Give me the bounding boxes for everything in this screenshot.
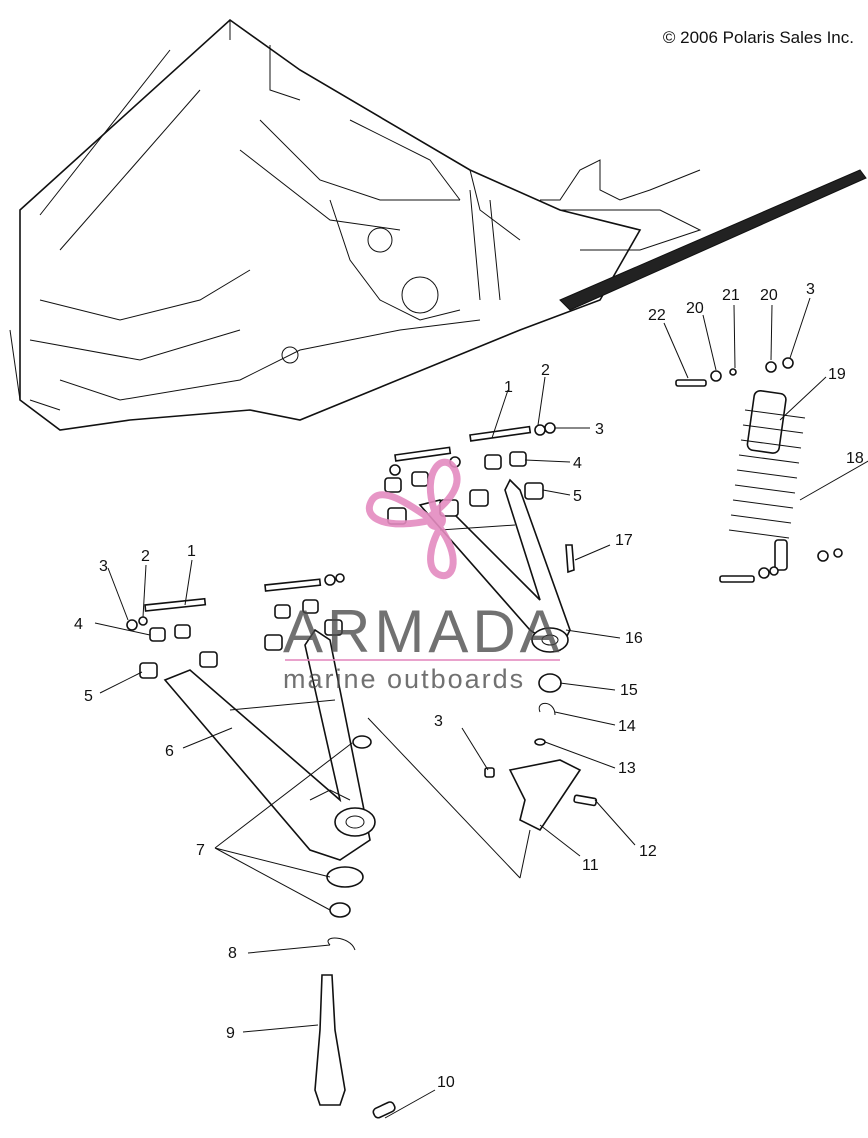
callout-17: 17 <box>615 532 633 549</box>
spindle-assembly <box>314 735 396 1119</box>
callout-r2: 2 <box>541 362 550 379</box>
callout-14: 14 <box>618 718 636 735</box>
callout-l5: 5 <box>84 688 93 705</box>
callout-7: 7 <box>196 842 205 859</box>
watermark-tagline: marine outboards <box>283 664 525 694</box>
callout-t3: 3 <box>806 281 815 298</box>
watermark: ARMADA marine outboards <box>283 458 564 694</box>
callout-6: 6 <box>165 743 174 760</box>
callout-15: 15 <box>620 682 638 699</box>
lower-a-arm-left <box>163 628 376 861</box>
callout-r3: 3 <box>595 421 604 438</box>
callout-r4: 4 <box>573 455 582 472</box>
steering-arm-assembly <box>484 673 598 832</box>
callout-m3: 3 <box>434 713 443 730</box>
callout-20a: 20 <box>686 300 704 317</box>
callout-8: 8 <box>228 945 237 962</box>
callout-11: 11 <box>582 857 599 874</box>
watermark-brand: ARMADA <box>283 598 564 665</box>
callout-12: 12 <box>639 843 657 860</box>
leader-lines <box>94 297 868 1119</box>
callout-r1: 1 <box>504 379 513 396</box>
shock-absorber <box>675 357 843 583</box>
callout-16: 16 <box>625 630 643 647</box>
callout-r5: 5 <box>573 488 582 505</box>
callout-18: 18 <box>846 450 864 467</box>
lower-left-hardware <box>126 573 345 679</box>
callout-10: 10 <box>437 1074 455 1091</box>
copyright-notice: © 2006 Polaris Sales Inc. <box>662 28 854 47</box>
callout-20b: 20 <box>760 287 778 304</box>
upper-a-arm-right <box>418 478 571 653</box>
chassis-frame <box>9 18 867 431</box>
callout-l3: 3 <box>99 558 108 575</box>
callout-13: 13 <box>618 760 636 777</box>
callout-9: 9 <box>226 1025 235 1042</box>
callout-labels: 1 2 3 4 5 1 2 3 4 5 6 7 8 9 10 11 12 13 … <box>74 281 864 1091</box>
callout-l2: 2 <box>141 548 150 565</box>
callout-22: 22 <box>648 307 666 324</box>
callout-21: 21 <box>722 287 740 304</box>
callout-19: 19 <box>828 366 846 383</box>
propeller-logo-icon <box>366 458 461 580</box>
callout-l4: 4 <box>74 616 83 633</box>
callout-l1: 1 <box>187 543 196 560</box>
